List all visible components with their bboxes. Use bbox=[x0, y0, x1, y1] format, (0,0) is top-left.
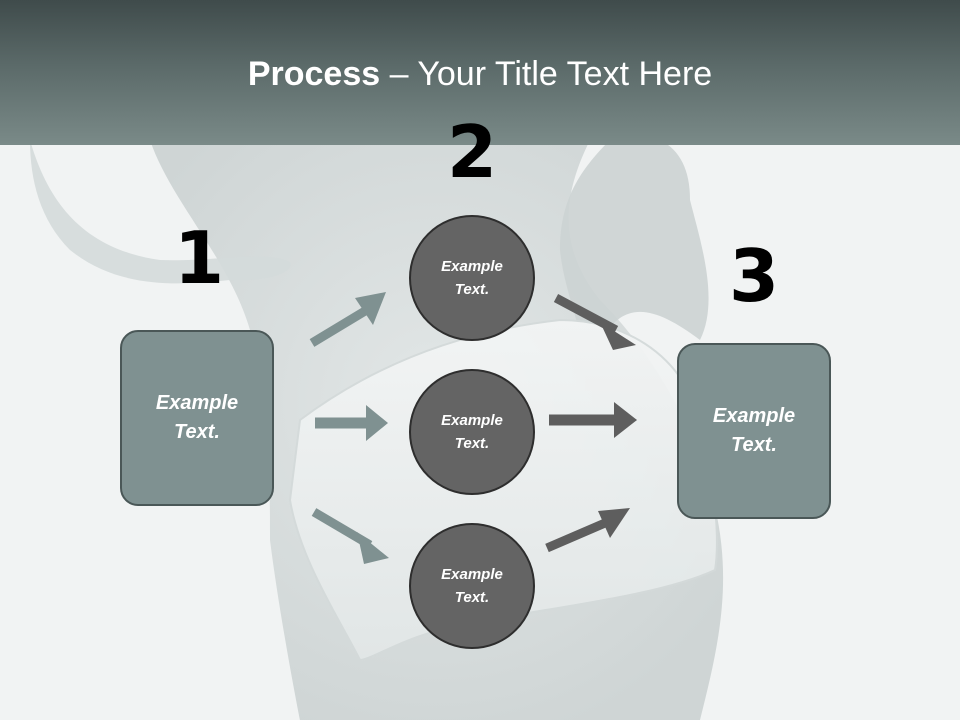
arrow-top-to-right bbox=[553, 294, 636, 350]
step-number-2: 2 bbox=[446, 110, 498, 194]
left-text-box: Example Text. bbox=[120, 330, 274, 506]
header-band bbox=[0, 0, 960, 145]
arrow-middle-to-right bbox=[549, 402, 637, 438]
bottom-circle: Example Text. bbox=[409, 523, 535, 649]
slide-title: Process – Your Title Text Here bbox=[0, 52, 960, 96]
right-text-box: Example Text. bbox=[677, 343, 831, 519]
title-bold: Process bbox=[247, 55, 381, 93]
arrow-left-to-bottom bbox=[311, 508, 389, 564]
arrow-left-to-top bbox=[309, 292, 386, 347]
top-circle: Example Text. bbox=[409, 215, 535, 341]
step-number-1: 1 bbox=[173, 216, 225, 300]
arrow-bottom-to-right bbox=[545, 508, 630, 553]
title-rest: – Your Title Text Here bbox=[380, 55, 713, 93]
arrow-left-to-middle bbox=[315, 405, 388, 441]
middle-circle: Example Text. bbox=[409, 369, 535, 495]
step-number-3: 3 bbox=[728, 234, 780, 318]
